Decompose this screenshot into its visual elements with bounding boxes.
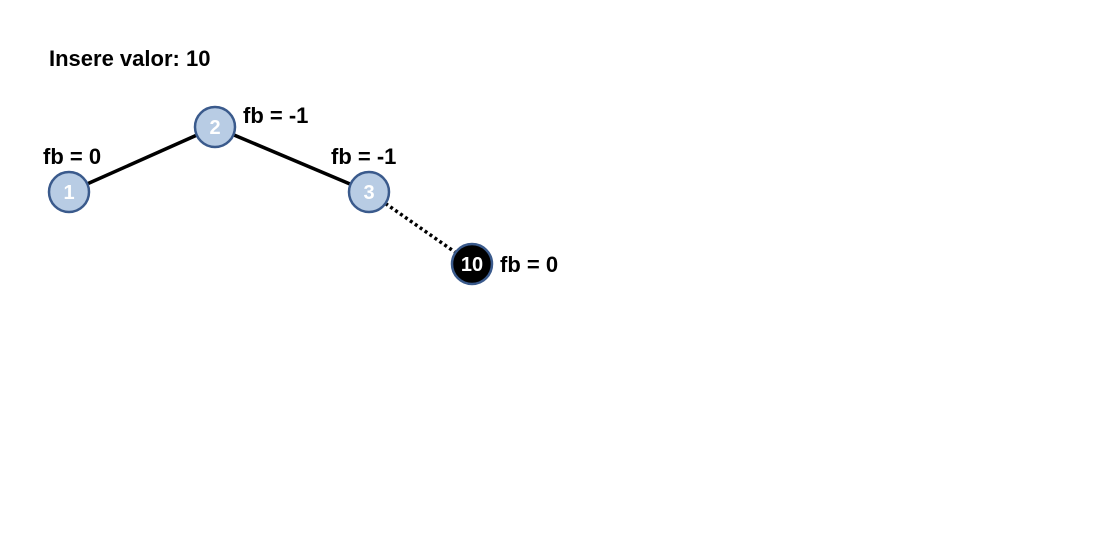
node-circle	[347, 170, 391, 214]
node-value: 1	[63, 182, 74, 204]
page-title: Insere valor: 10	[49, 46, 210, 71]
node-circle	[450, 242, 494, 286]
nodes-layer: 1 fb = 0 2 fb = -1 3 fb = -1 10 fb = 0	[43, 103, 558, 286]
tree-node-2: 2 fb = -1	[193, 103, 308, 149]
edge-n2-n3	[232, 133, 352, 186]
tree-node-1: 1 fb = 0	[43, 144, 101, 214]
edges-layer	[86, 133, 457, 254]
balance-factor-label: fb = 0	[500, 252, 558, 277]
node-value: 10	[461, 254, 483, 276]
tree-node-10: 10 fb = 0	[450, 242, 558, 286]
node-value: 3	[363, 182, 374, 204]
balance-factor-label: fb = -1	[331, 144, 396, 169]
edge-n2-n1	[86, 133, 198, 186]
balance-factor-label: fb = -1	[243, 103, 308, 128]
tree-node-3: 3 fb = -1	[331, 144, 396, 214]
edge-dotted-n3-n10	[384, 202, 457, 254]
node-circle	[193, 105, 237, 149]
balance-factor-label: fb = 0	[43, 144, 101, 169]
node-value: 2	[209, 117, 220, 139]
node-circle	[47, 170, 91, 214]
